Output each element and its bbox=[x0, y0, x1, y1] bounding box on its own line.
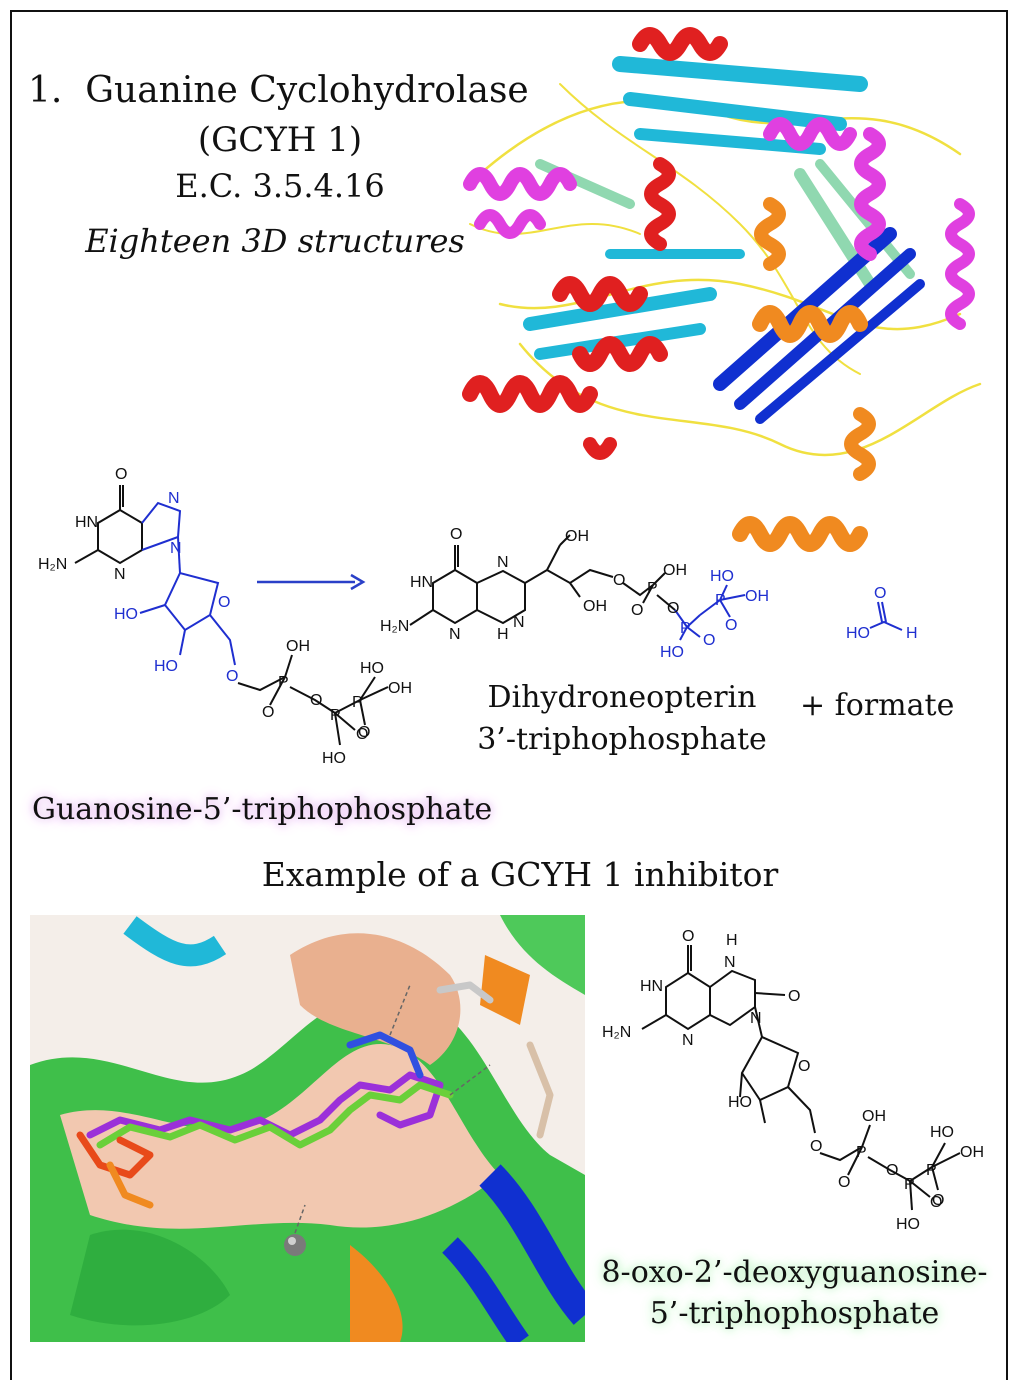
atom-label: HO bbox=[154, 658, 178, 675]
atom-label: O bbox=[788, 988, 800, 1005]
atom-label: OH bbox=[960, 1144, 984, 1161]
atom-label: O bbox=[930, 1194, 942, 1211]
atom-label: O bbox=[358, 724, 370, 741]
atom-label: N bbox=[724, 954, 736, 971]
formate-structure: O HO H bbox=[846, 585, 918, 642]
atom-label: O bbox=[218, 594, 230, 611]
atom-label: HO bbox=[896, 1216, 920, 1233]
atom-label: P bbox=[680, 620, 691, 637]
atom-label: N bbox=[750, 1010, 762, 1027]
atom-label: HN bbox=[410, 574, 433, 591]
atom-label: H₂N bbox=[38, 556, 67, 573]
atom-label: O bbox=[226, 668, 238, 685]
atom-label: HN bbox=[640, 978, 663, 995]
atom-label: P bbox=[647, 580, 658, 597]
protein-structure-image bbox=[462, 27, 982, 552]
product-name-line1: Dihydroneopterin bbox=[487, 680, 757, 715]
byproduct-label: + formate bbox=[800, 688, 955, 723]
atom-label: O bbox=[682, 928, 694, 945]
atom-label: P bbox=[715, 592, 726, 609]
atom-label: HO bbox=[728, 1094, 752, 1111]
atom-label: O bbox=[838, 1174, 850, 1191]
atom-label: O bbox=[932, 1192, 944, 1209]
atom-label: OH bbox=[286, 638, 310, 655]
atom-label: OH bbox=[663, 562, 687, 579]
atom-label: H₂N bbox=[380, 618, 409, 635]
atom-label: N bbox=[449, 626, 461, 643]
atom-label: OH bbox=[565, 528, 589, 545]
ec-number: E.C. 3.5.4.16 bbox=[175, 167, 385, 205]
atom-label: O bbox=[613, 572, 625, 589]
title-line1: Guanine Cyclohydrolase bbox=[85, 70, 529, 111]
atom-label: HO bbox=[322, 750, 346, 767]
substrate-name: Guanosine-5’-triphophosphate bbox=[32, 792, 493, 827]
atom-label: H bbox=[906, 625, 918, 642]
atom-label: HO bbox=[660, 644, 684, 661]
atom-label: P bbox=[926, 1162, 937, 1179]
atom-label: O bbox=[310, 692, 322, 709]
gtp-structure: O HN H₂N N O P OH O O P O HO P HO OH O N… bbox=[38, 466, 412, 767]
dhntp-structure: O HN H₂N N N H N OH OH O P OH O O P HO O… bbox=[380, 526, 769, 661]
title-block: 1. Guanine Cyclohydrolase bbox=[28, 70, 529, 111]
atom-label: HN bbox=[75, 514, 98, 531]
atom-label: O bbox=[115, 466, 127, 483]
atom-label: P bbox=[278, 674, 289, 691]
atom-label: H bbox=[726, 932, 738, 949]
atom-label: N bbox=[168, 490, 180, 507]
atom-label: N bbox=[114, 566, 126, 583]
atom-label: OH bbox=[583, 598, 607, 615]
binding-site-image bbox=[30, 915, 585, 1342]
atom-label: O bbox=[356, 726, 368, 743]
atom-label: O bbox=[450, 526, 462, 543]
inhibitor-section-title: Example of a GCYH 1 inhibitor bbox=[261, 855, 779, 894]
atom-label: OH bbox=[862, 1108, 886, 1125]
atom-label: HO bbox=[360, 660, 384, 677]
inhibitor-name-line2: 5’-triphophosphate bbox=[649, 1296, 940, 1331]
reaction-arrow bbox=[257, 573, 366, 591]
atom-label: O bbox=[874, 585, 886, 602]
structures-note: Eighteen 3D structures bbox=[85, 222, 465, 260]
atom-label: OH bbox=[388, 680, 412, 697]
atom-label: H bbox=[497, 626, 509, 643]
atom-label: O bbox=[703, 632, 715, 649]
atom-label: O bbox=[667, 600, 679, 617]
product-name-line2: 3’-triphophosphate bbox=[477, 722, 767, 757]
atom-label: HO bbox=[930, 1124, 954, 1141]
atom-label: P bbox=[856, 1144, 867, 1161]
atom-label: N bbox=[513, 614, 525, 631]
atom-label: N bbox=[170, 540, 182, 557]
atom-label: P bbox=[904, 1176, 915, 1193]
atom-label: P bbox=[352, 694, 363, 711]
atom-label: O bbox=[725, 617, 737, 634]
atom-label: HO bbox=[710, 568, 734, 585]
atom-label: O bbox=[886, 1162, 898, 1179]
oxo-dgtp-structure: O HN H₂N N H N O N O HO O P OH O O P O H… bbox=[602, 928, 984, 1233]
atom-label: O bbox=[631, 602, 643, 619]
inhibitor-name-line1: 8-oxo-2’-deoxyguanosine- bbox=[601, 1255, 988, 1290]
atom-label: O bbox=[262, 704, 274, 721]
atom-label: O bbox=[798, 1058, 810, 1075]
atom-label: HO bbox=[114, 606, 138, 623]
atom-label: H₂N bbox=[602, 1024, 631, 1041]
figure-frame bbox=[10, 10, 1008, 1380]
atom-label: O bbox=[810, 1138, 822, 1155]
atom-label: HO bbox=[846, 625, 870, 642]
title-number: 1. bbox=[28, 70, 63, 111]
title-line2: (GCYH 1) bbox=[197, 120, 363, 160]
atom-label: N bbox=[497, 554, 509, 571]
atom-label: N bbox=[682, 1032, 694, 1049]
atom-label: P bbox=[330, 707, 341, 724]
atom-label: OH bbox=[745, 588, 769, 605]
